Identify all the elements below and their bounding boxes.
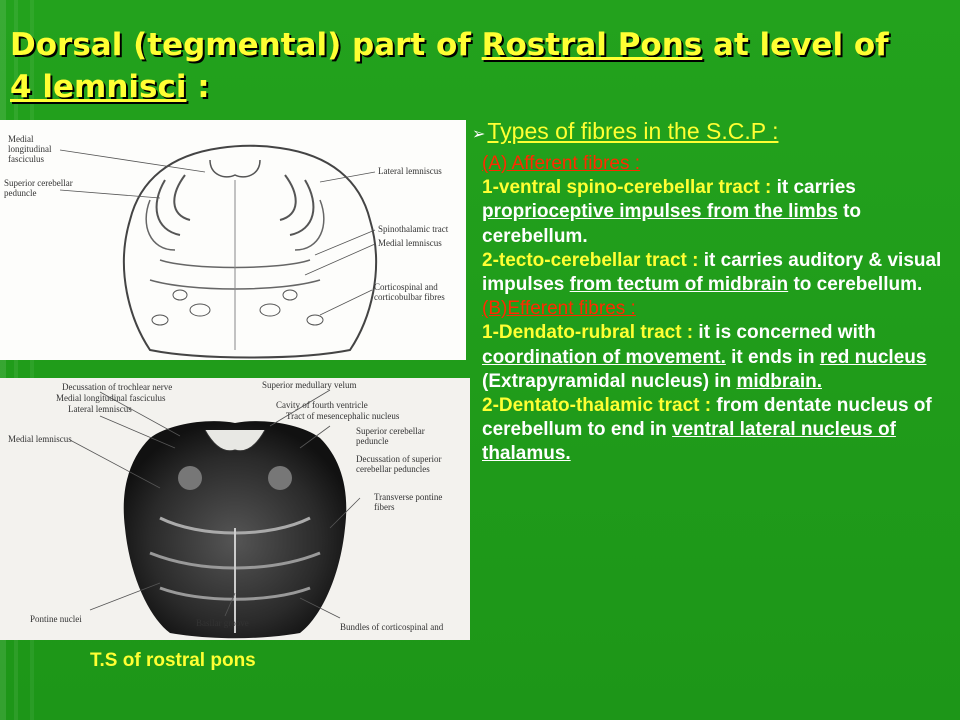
figure2-label: Superior cerebellar peduncle xyxy=(356,426,425,446)
figure2-label: Lateral lemniscus xyxy=(68,404,132,414)
figure2-label: Pontine nuclei xyxy=(30,614,82,624)
efferent-item-1: 1-Dendato-rubral tract : it is concerned… xyxy=(482,322,927,392)
afferent-item-2: 2-tecto-cerebellar tract : it carries au… xyxy=(482,249,942,296)
figure2-label: Decussation of superior cerebellar pedun… xyxy=(356,454,442,474)
pons-section-photo-figure: Decussation of trochlear nerve Medial lo… xyxy=(0,378,470,640)
figure2-label: Basilar groove xyxy=(196,618,249,628)
figure2-label: Superior medullary velum xyxy=(262,380,357,390)
figure1-label: Superior cerebellar peduncle xyxy=(4,178,73,198)
figure2-label: Cavity of fourth ventricle xyxy=(276,400,368,410)
fibre-types-heading: ➢Types of fibres in the S.C.P : xyxy=(472,118,779,144)
afferent-item-1: 1-ventral spino-cerebellar tract : it ca… xyxy=(482,177,862,247)
figure2-label: Bundles of corticospinal and xyxy=(340,622,444,632)
figure1-label: Medial lemniscus xyxy=(378,238,442,248)
pons-section-drawing xyxy=(69,389,361,639)
efferent-item-2: 2-Dentato-thalamic tract : from dentate … xyxy=(482,395,932,465)
pons-outline-drawing xyxy=(59,144,378,359)
arrow-bullet-icon: ➢ xyxy=(472,126,486,143)
figure1-label: Spinothalamic tract xyxy=(378,224,449,234)
figure-caption: T.S of rostral pons xyxy=(90,650,256,671)
figure1-label: Medial longitudinal fasciculus xyxy=(8,134,52,164)
figure2-label: Medial longitudinal fasciculus xyxy=(56,393,166,403)
slide-title: Dorsal (tegmental) part of Rostral Pons … xyxy=(10,27,889,105)
pons-diagram-figure: Medial longitudinal fasciculus Superior … xyxy=(0,120,466,360)
afferent-heading: (A) Afferent fibres : xyxy=(482,153,641,174)
efferent-heading: (B)Efferent fibres : xyxy=(482,298,636,320)
figure2-label: Tract of mesencephalic nucleus xyxy=(286,411,400,421)
figure1-label: Lateral lemniscus xyxy=(378,166,442,176)
fibre-types-text: ➢Types of fibres in the S.C.P : (A) Affe… xyxy=(472,116,950,467)
figure2-label: Medial lemniscus xyxy=(8,434,72,444)
figure2-label: Decussation of trochlear nerve xyxy=(62,382,173,392)
figure2-label: Transverse pontine fibers xyxy=(374,492,443,512)
figure1-label: Corticospinal and corticobulbar fibres xyxy=(374,282,445,302)
